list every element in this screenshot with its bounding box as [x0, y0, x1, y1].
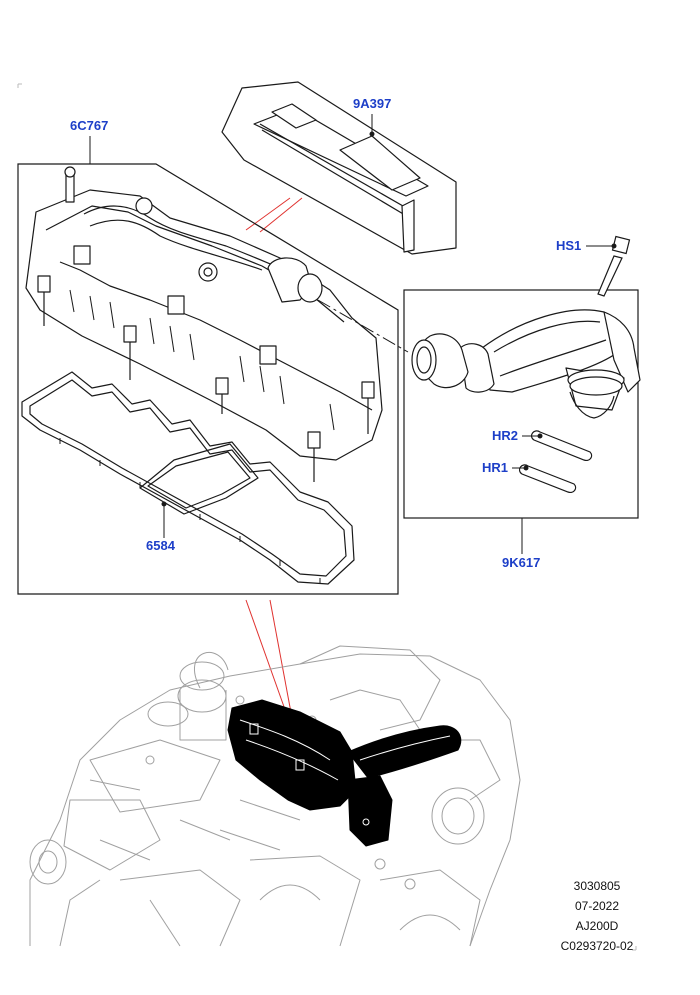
bolt-hs1: [597, 235, 631, 297]
engine-cover-9a397: [221, 81, 457, 255]
diagram-info-block: 3030805 07-2022 AJ200D C0293720-02: [542, 876, 652, 956]
cover-pointer-lines: [245, 197, 303, 233]
callout-6c767: 6C767: [70, 118, 109, 133]
diagram-code-line: 3030805: [573, 879, 621, 893]
centerline: [317, 299, 409, 353]
engine-highlight-details: [239, 719, 451, 826]
diagram-engine-line: AJ200D: [575, 919, 619, 933]
callout-hs1: HS1: [556, 238, 582, 253]
callout-hr1: HR1: [482, 460, 509, 475]
diagram-ref-line: C0293720-02: [560, 939, 634, 953]
engine-highlight: [227, 699, 462, 847]
hose-kit-frame: [403, 289, 639, 519]
diagram-date-line: 07-2022: [574, 899, 620, 913]
valve-cover-frame: [17, 163, 399, 595]
corner-mark: [17, 83, 22, 88]
corner-mark: [632, 946, 637, 951]
engine-pointer-lines: [245, 599, 293, 719]
hose-clip-hr2: [530, 430, 593, 461]
callout-hr2: HR2: [492, 428, 519, 443]
gasket-6584: [21, 371, 355, 585]
leader-lines: [89, 114, 617, 554]
engine-location-view: [29, 645, 521, 947]
callout-9k617: 9K617: [502, 555, 541, 570]
breather-hose-9k617: [411, 309, 641, 419]
hose-clip-hr1: [518, 464, 577, 493]
callout-9a397: 9A397: [353, 96, 392, 111]
callout-6584: 6584: [146, 538, 175, 553]
valve-cover-6c767: [25, 166, 383, 482]
